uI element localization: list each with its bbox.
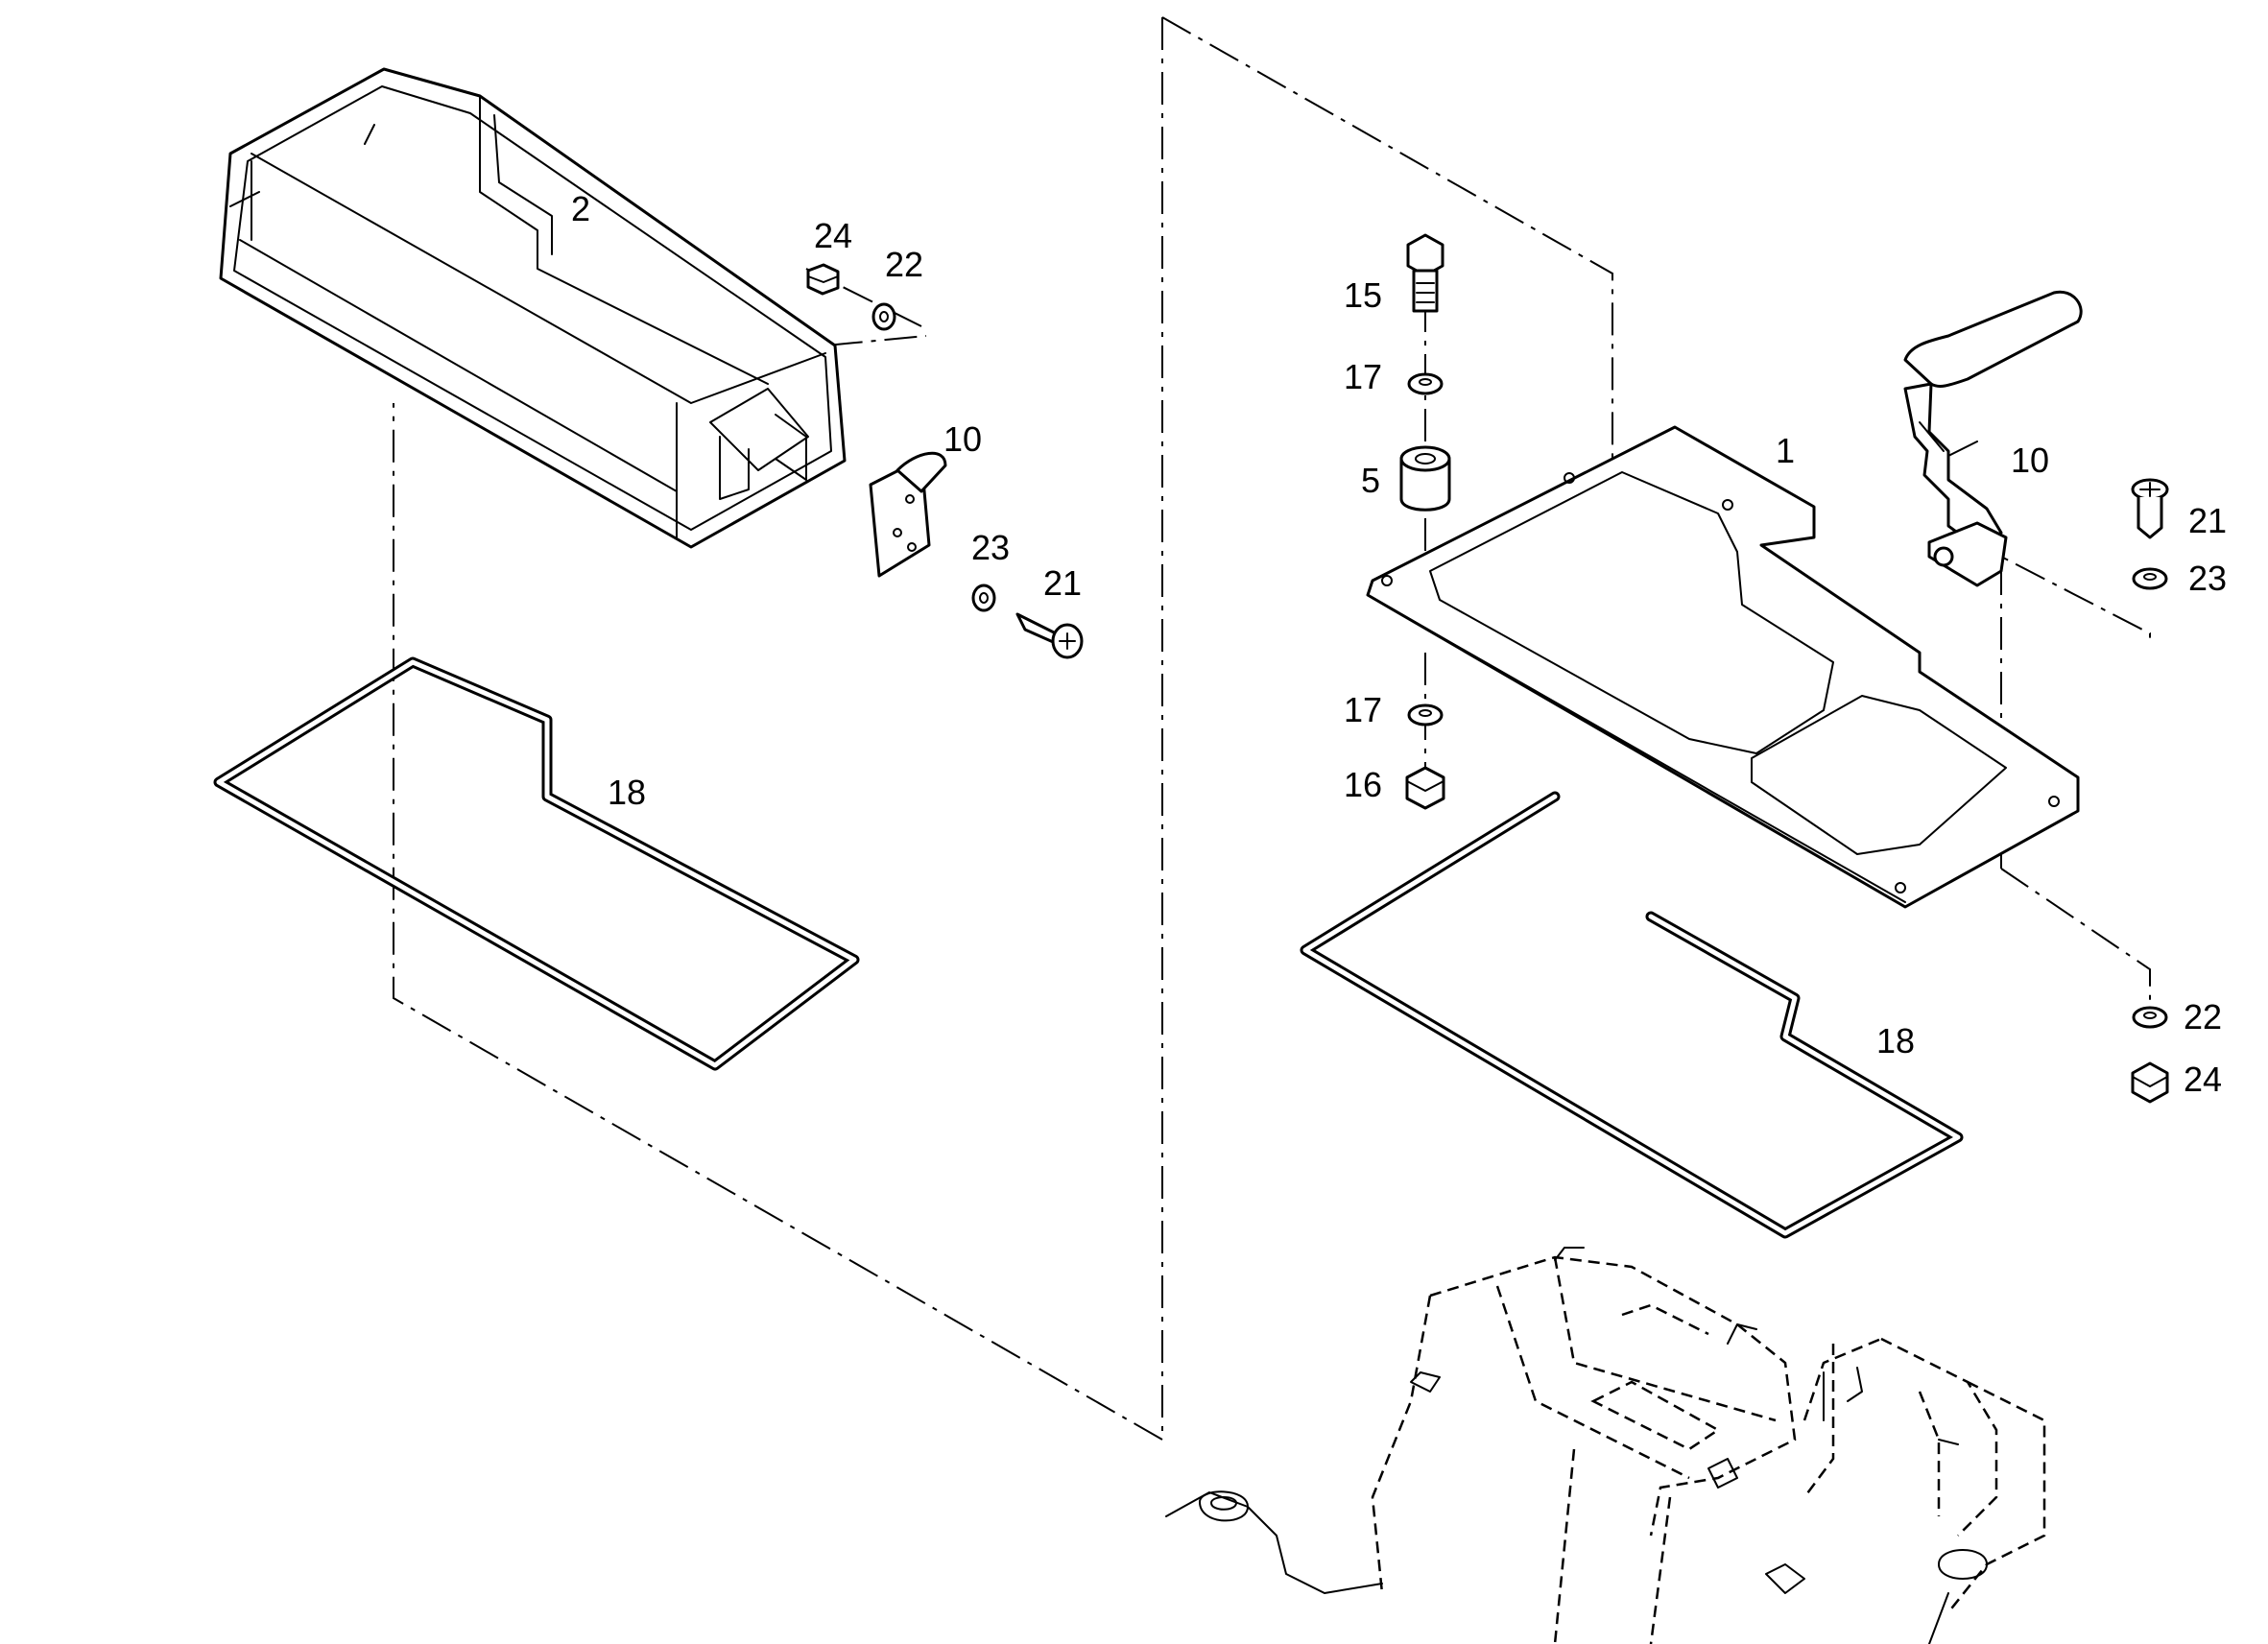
hex-nut	[1405, 766, 1445, 810]
callout-17-top: 17	[1344, 357, 1382, 396]
left-screw	[1015, 612, 1084, 659]
cover-box	[219, 67, 847, 549]
callout-21-right: 21	[2188, 501, 2227, 540]
right-washer-bottom	[2132, 1006, 2168, 1029]
cover-gasket	[213, 656, 860, 1071]
callout-2: 2	[571, 189, 590, 228]
callout-22-right: 22	[2184, 997, 2222, 1036]
callout-10-right: 10	[2011, 441, 2049, 480]
left-hex-nut	[806, 263, 840, 296]
callout-1: 1	[1776, 431, 1795, 470]
callout-17-bottom: 17	[1344, 690, 1382, 729]
callout-22-left: 22	[885, 245, 923, 284]
callout-24-right: 24	[2184, 1060, 2222, 1099]
callout-10-left: 10	[943, 419, 982, 459]
right-hex-nut	[2131, 1061, 2169, 1104]
washer-lower	[1407, 703, 1444, 727]
left-washer-bottom	[971, 584, 996, 612]
washer-upper	[1407, 372, 1444, 395]
callout-18-left: 18	[608, 773, 646, 812]
callout-labels: 2 24 22 10 23 21 18 15 17 5 1 10 21 23 1…	[571, 189, 2227, 1099]
callout-5: 5	[1361, 461, 1380, 500]
right-washer-top	[2132, 567, 2168, 590]
callout-23-right: 23	[2188, 559, 2227, 598]
rubber-bushing	[1399, 445, 1451, 512]
callout-16: 16	[1344, 765, 1382, 804]
callout-18-right: 18	[1876, 1021, 1915, 1060]
callout-21-left: 21	[1043, 563, 1082, 603]
right-screw	[2131, 478, 2169, 539]
hex-bolt	[1406, 233, 1444, 313]
base-plate	[1366, 425, 2080, 909]
left-washer-top	[871, 302, 896, 331]
machine-frame	[1165, 1247, 2046, 1644]
left-latch-bracket	[869, 451, 947, 578]
callout-24-left: 24	[814, 216, 852, 255]
callout-23-left: 23	[971, 528, 1010, 567]
callout-15: 15	[1344, 275, 1382, 315]
assembly-center-lines	[393, 16, 2151, 1441]
latch-lever	[1903, 290, 2083, 587]
plate-gasket	[1300, 791, 1964, 1239]
